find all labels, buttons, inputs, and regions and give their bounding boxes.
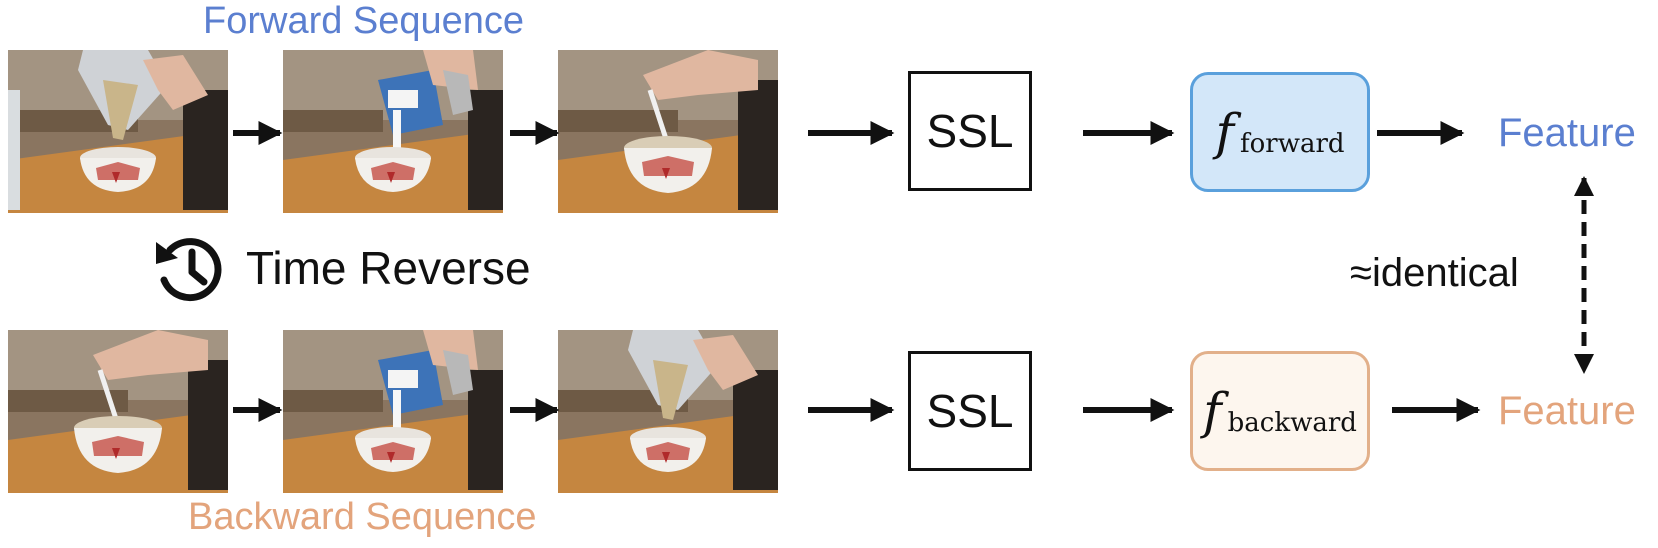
backward-frame-1 xyxy=(8,330,228,493)
ssl-label-forward: SSL xyxy=(926,105,1014,157)
f-forward-box: f forward xyxy=(1190,72,1370,192)
forward-frame-3 xyxy=(558,50,778,213)
history-icon xyxy=(156,238,222,302)
f-forward-symbol: f xyxy=(1215,103,1234,161)
identical-label: ≈identical xyxy=(1350,251,1519,295)
backward-frame-3 xyxy=(558,330,778,493)
feature-label-forward: Feature xyxy=(1498,111,1636,155)
ssl-box-forward: SSL xyxy=(908,71,1032,191)
feature-label-backward: Feature xyxy=(1498,389,1636,433)
forward-sequence-title: Forward Sequence xyxy=(203,0,525,42)
f-backward-box: f backward xyxy=(1190,351,1370,471)
ssl-box-backward: SSL xyxy=(908,351,1032,471)
f-backward-subscript: backward xyxy=(1227,408,1357,438)
time-reverse-label: Time Reverse xyxy=(246,242,531,294)
forward-frame-1 xyxy=(8,50,228,213)
ssl-label-backward: SSL xyxy=(926,385,1014,437)
time-reverse-group: Time Reverse xyxy=(150,228,531,308)
backward-sequence-title: Backward Sequence xyxy=(188,496,537,538)
f-forward-subscript: forward xyxy=(1239,129,1345,159)
backward-frame-2 xyxy=(283,330,503,493)
f-backward-symbol: f xyxy=(1203,382,1222,440)
forward-frame-2 xyxy=(283,50,503,213)
